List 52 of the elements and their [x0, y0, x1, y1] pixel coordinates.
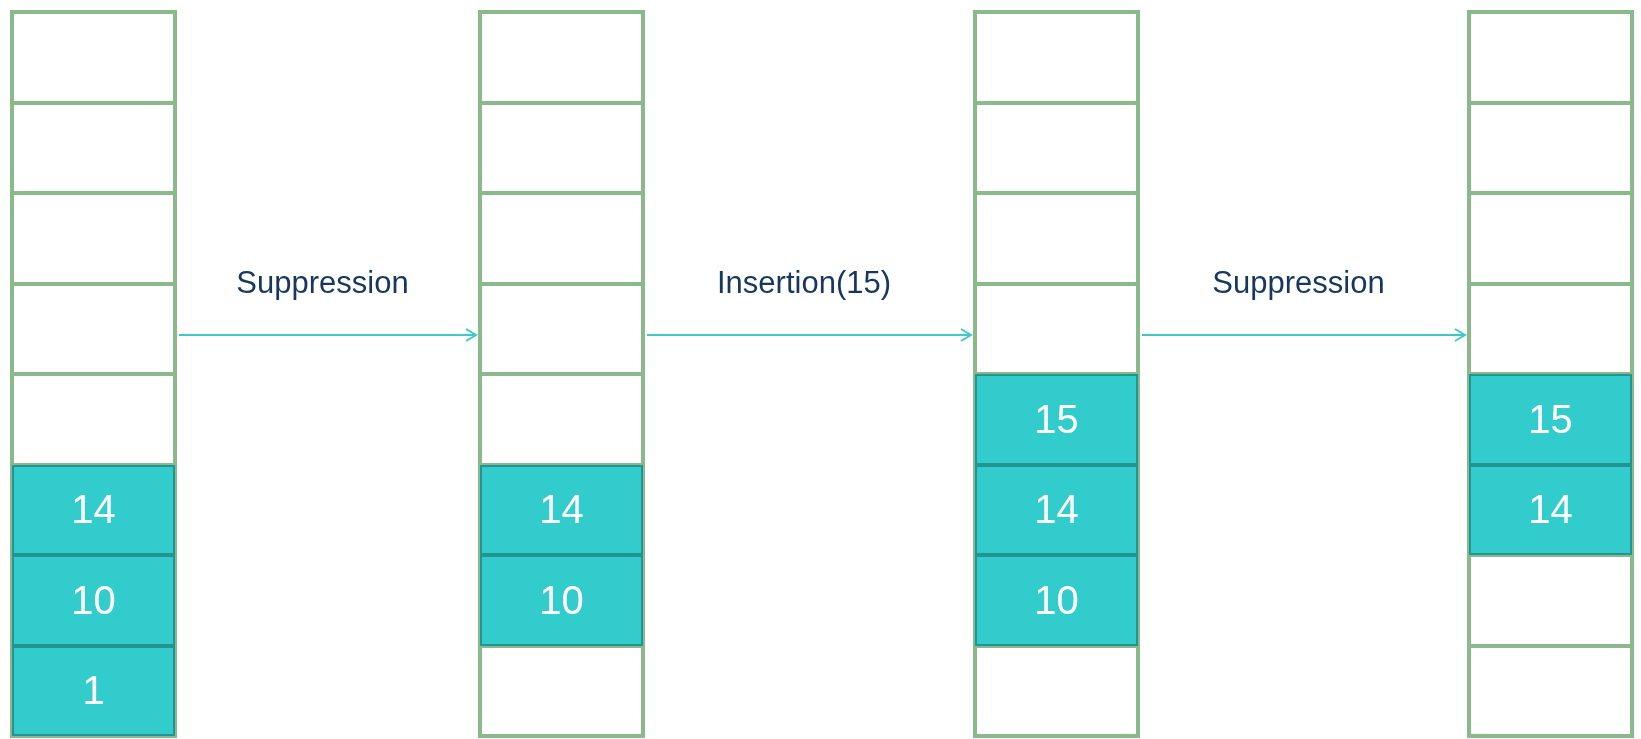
cell-value: 10 — [1034, 577, 1079, 623]
queue-cell — [1469, 374, 1632, 465]
empty-cell — [12, 374, 175, 465]
cell-value: 14 — [71, 487, 116, 533]
empty-cell — [12, 12, 175, 103]
arrow — [646, 328, 972, 342]
arrow — [1141, 328, 1466, 342]
queue-column — [478, 10, 645, 738]
empty-cell — [975, 283, 1138, 374]
empty-cell — [975, 645, 1138, 736]
empty-cell — [1469, 283, 1632, 374]
cell-value: 10 — [71, 577, 116, 623]
queue-column — [1467, 10, 1634, 738]
queue-cell — [975, 555, 1138, 646]
queue-cell — [480, 464, 643, 555]
cell-value: 14 — [539, 487, 584, 533]
queue-column — [10, 10, 177, 738]
empty-cell — [480, 12, 643, 103]
queue-cell — [480, 555, 643, 646]
cell-value: 1 — [82, 668, 105, 714]
empty-cell — [480, 283, 643, 374]
queue-cell — [975, 374, 1138, 465]
cell-value: 15 — [1034, 396, 1079, 442]
empty-cell — [12, 102, 175, 193]
cell-value: 10 — [539, 577, 584, 623]
empty-cell — [12, 193, 175, 284]
empty-cell — [1469, 102, 1632, 193]
empty-cell — [480, 193, 643, 284]
empty-cell — [480, 374, 643, 465]
cell-value: 15 — [1528, 396, 1573, 442]
cell-value: 14 — [1528, 487, 1573, 533]
queue-cell — [12, 555, 175, 646]
cell-value: 14 — [1034, 487, 1079, 533]
queue-cell — [1469, 464, 1632, 555]
queue-cell — [12, 645, 175, 736]
empty-cell — [480, 102, 643, 193]
empty-cell — [1469, 193, 1632, 284]
empty-cell — [12, 283, 175, 374]
edge-label: Suppression — [236, 265, 409, 301]
edge-label: Insertion(15) — [717, 265, 891, 301]
empty-cell — [975, 193, 1138, 284]
queue-cell — [12, 464, 175, 555]
queue-cell — [975, 464, 1138, 555]
queue-column — [973, 10, 1140, 738]
empty-cell — [1469, 12, 1632, 103]
empty-cell — [480, 645, 643, 736]
edge-label: Suppression — [1212, 265, 1385, 301]
empty-cell — [975, 102, 1138, 193]
empty-cell — [1469, 645, 1632, 736]
arrow — [178, 328, 477, 342]
empty-cell — [975, 12, 1138, 103]
empty-cell — [1469, 555, 1632, 646]
